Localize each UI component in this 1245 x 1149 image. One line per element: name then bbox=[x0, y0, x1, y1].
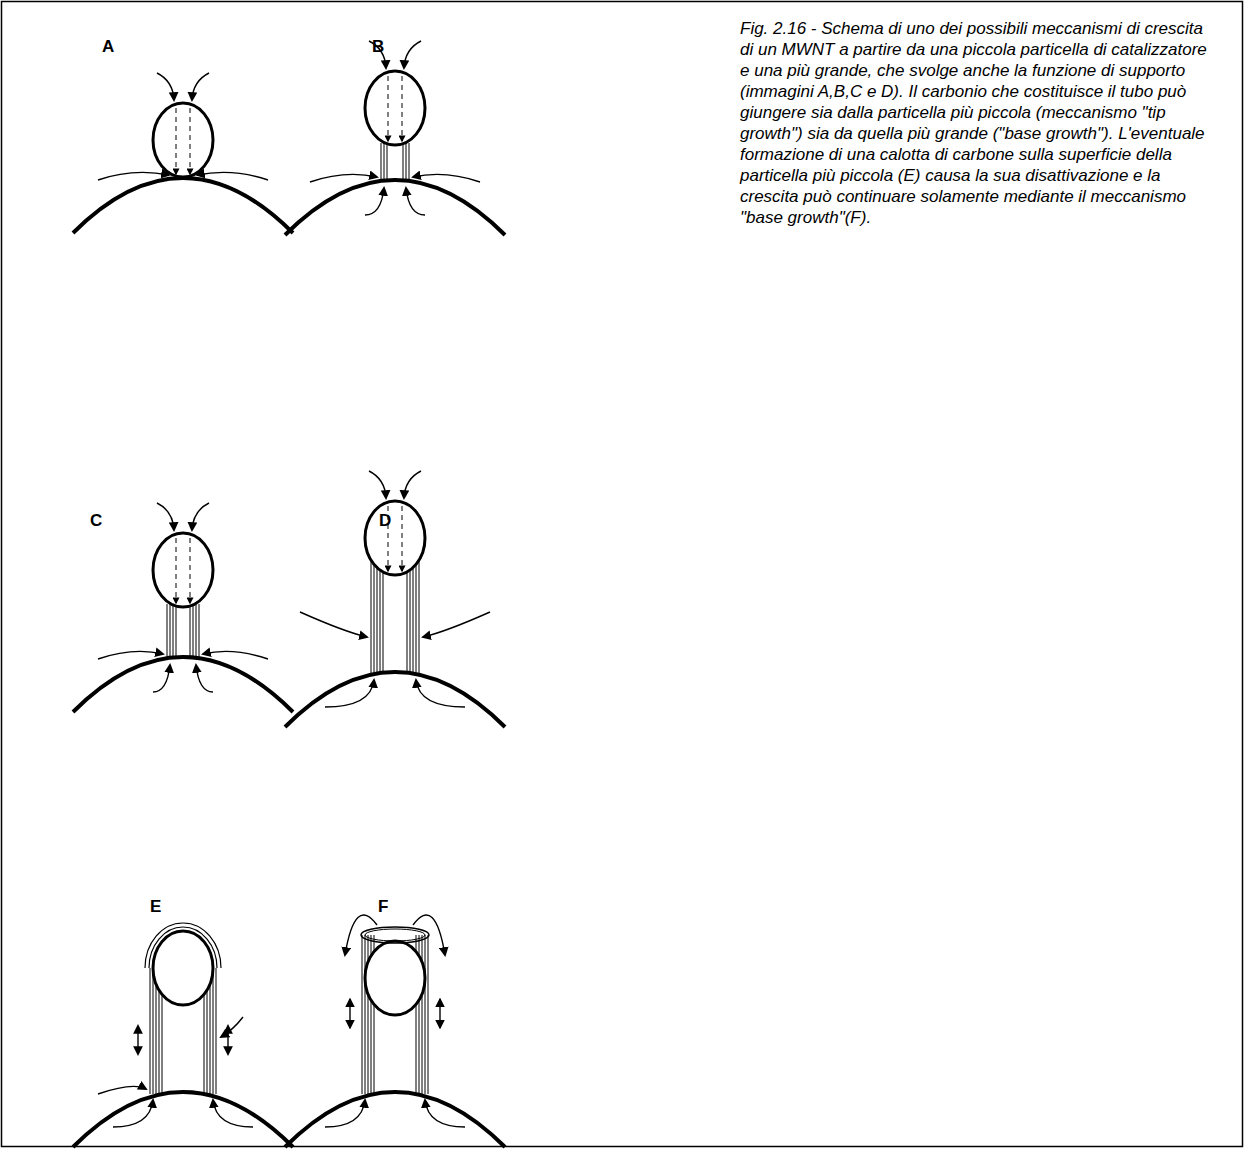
diffusion-arrow bbox=[388, 76, 389, 141]
tube-wall bbox=[362, 935, 363, 1094]
support-particle bbox=[285, 180, 505, 235]
support-particle bbox=[285, 672, 505, 727]
exchange-arrow bbox=[349, 1000, 350, 1028]
tube-wall bbox=[407, 558, 408, 674]
tube-wall bbox=[387, 143, 388, 182]
tube-wall bbox=[380, 557, 381, 674]
carbon-flow-arrow bbox=[404, 41, 421, 68]
tube-wall bbox=[153, 968, 154, 1094]
support-particle bbox=[73, 178, 293, 233]
carbon-flow-arrow bbox=[325, 680, 374, 707]
carbon-flow-arrow bbox=[197, 172, 268, 180]
figure-caption: Fig. 2.16 - Schema di uno dei possibili … bbox=[740, 18, 1218, 228]
tube-wall bbox=[199, 604, 200, 659]
tube-wall bbox=[216, 968, 217, 1094]
carbon-flow-arrow bbox=[369, 471, 386, 498]
carbon-flow-arrow bbox=[113, 1100, 153, 1127]
diffusion-arrow bbox=[402, 506, 403, 571]
carbon-flow-arrow bbox=[406, 188, 425, 215]
carbon-flow-arrow bbox=[221, 1017, 243, 1037]
carbon-flow-arrow bbox=[345, 915, 377, 955]
carbon-flow-arrow bbox=[98, 172, 169, 180]
tube-wall bbox=[170, 604, 171, 659]
catalyst-particle bbox=[365, 941, 425, 1015]
panel-letter: D bbox=[379, 512, 391, 529]
tube-wall bbox=[213, 968, 214, 1094]
catalyst-particle bbox=[365, 71, 425, 145]
carbon-flow-arrow bbox=[192, 73, 209, 100]
diffusion-arrow bbox=[176, 538, 177, 603]
tube-wall bbox=[416, 554, 417, 674]
tube-wall bbox=[403, 143, 404, 182]
carbon-flow-arrow bbox=[153, 665, 170, 692]
tube-wall bbox=[381, 143, 382, 182]
carbon-flow-arrow bbox=[203, 651, 268, 659]
carbon-flow-arrow bbox=[213, 1100, 253, 1127]
panel-letter: A bbox=[102, 38, 114, 55]
tube-wall bbox=[374, 554, 375, 674]
diffusion-arrow bbox=[190, 538, 191, 603]
tube-wall bbox=[167, 604, 168, 659]
tube-wall bbox=[425, 935, 426, 1094]
catalyst-particle bbox=[153, 103, 213, 177]
catalyst-particle bbox=[153, 931, 213, 1005]
catalyst-particle bbox=[365, 501, 425, 575]
support-particle bbox=[285, 1092, 505, 1147]
carbon-flow-arrow bbox=[310, 174, 377, 182]
tube-wall bbox=[365, 935, 366, 1094]
exchange-arrow bbox=[227, 1026, 228, 1054]
carbon-flow-arrow bbox=[365, 188, 384, 215]
tube-wall bbox=[413, 556, 414, 674]
carbon-flow-arrow bbox=[423, 612, 490, 637]
tube-rim bbox=[361, 927, 429, 943]
carbon-flow-arrow bbox=[416, 680, 465, 707]
tube-wall bbox=[384, 143, 385, 182]
carbon-flow-arrow bbox=[404, 471, 421, 498]
diffusion-arrow bbox=[176, 108, 177, 174]
tube-wall bbox=[383, 558, 384, 674]
panel-letter: C bbox=[90, 512, 102, 529]
tube-wall bbox=[428, 935, 429, 1094]
support-particle bbox=[73, 657, 293, 712]
carbon-flow-arrow bbox=[425, 1100, 465, 1127]
carbon-flow-arrow bbox=[98, 1086, 146, 1094]
tube-wall bbox=[176, 604, 177, 659]
panel-letter: B bbox=[372, 38, 384, 55]
catalyst-particle bbox=[153, 533, 213, 607]
carbon-flow-arrow bbox=[325, 1100, 365, 1127]
tube-wall bbox=[410, 557, 411, 674]
support-particle bbox=[73, 1092, 293, 1147]
tube-wall bbox=[193, 604, 194, 659]
tube-wall bbox=[419, 551, 420, 674]
carbon-flow-arrow bbox=[196, 665, 213, 692]
carbon-flow-arrow bbox=[300, 612, 367, 637]
exchange-arrow bbox=[137, 1026, 138, 1054]
tube-rim bbox=[365, 929, 425, 941]
carbon-flow-arrow bbox=[98, 651, 163, 659]
carbon-flow-arrow bbox=[157, 73, 174, 100]
carbon-flow-arrow bbox=[192, 503, 209, 530]
tube-wall bbox=[409, 143, 410, 182]
carbon-flow-arrow bbox=[413, 915, 445, 955]
diffusion-arrow bbox=[190, 108, 191, 174]
diffusion-arrow bbox=[402, 76, 403, 141]
panel-letter: E bbox=[150, 898, 161, 915]
exchange-arrow bbox=[439, 1000, 440, 1028]
tube-wall bbox=[371, 551, 372, 674]
carbon-flow-arrow bbox=[157, 503, 174, 530]
tube-wall bbox=[150, 968, 151, 1094]
tube-wall bbox=[406, 143, 407, 182]
tube-wall bbox=[173, 604, 174, 659]
tube-wall bbox=[190, 604, 191, 659]
panel-letter: F bbox=[378, 898, 388, 915]
tube-wall bbox=[196, 604, 197, 659]
carbon-flow-arrow bbox=[413, 174, 480, 182]
tube-wall bbox=[377, 556, 378, 674]
carbon-cap bbox=[145, 923, 221, 968]
